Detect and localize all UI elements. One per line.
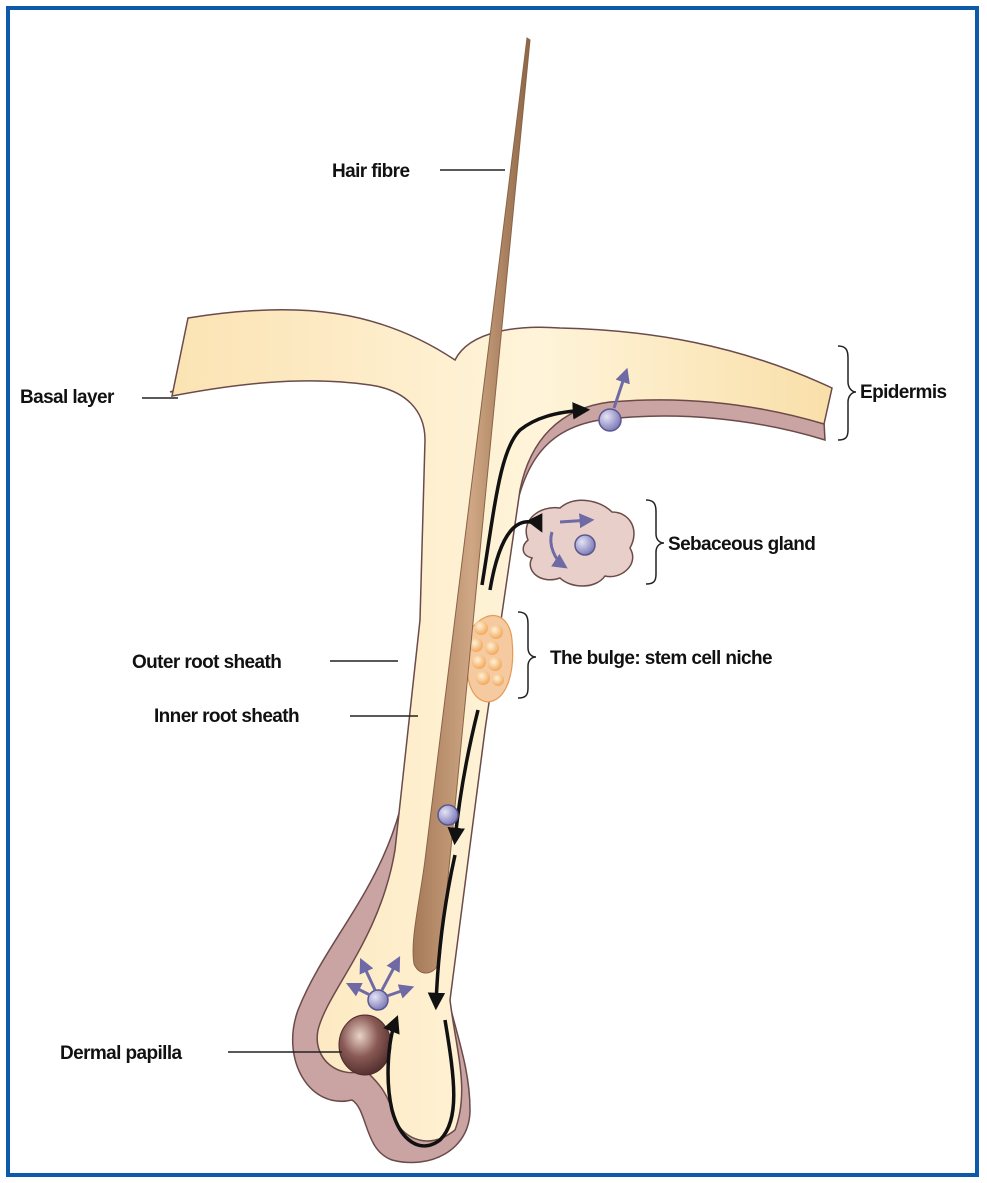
bulge-stem-cells: [467, 616, 513, 702]
dermal-papilla-shape: [339, 1015, 391, 1075]
stem-cell-migrating: [438, 805, 458, 825]
label-outer-root-sheath: Outer root sheath: [132, 652, 281, 673]
stem-cell-epidermis: [599, 409, 621, 431]
label-bulge: The bulge: stem cell niche: [550, 648, 772, 669]
label-dermal-papilla: Dermal papilla: [60, 1043, 183, 1064]
label-inner-root-sheath: Inner root sheath: [154, 706, 299, 727]
label-basal-layer: Basal layer: [20, 387, 115, 408]
label-epidermis: Epidermis: [860, 382, 946, 403]
stem-cell-bulb: [368, 990, 388, 1010]
label-hair-fibre: Hair fibre: [332, 161, 409, 182]
label-sebaceous-gland: Sebaceous gland: [668, 534, 815, 555]
stem-cell-gland: [575, 535, 595, 555]
